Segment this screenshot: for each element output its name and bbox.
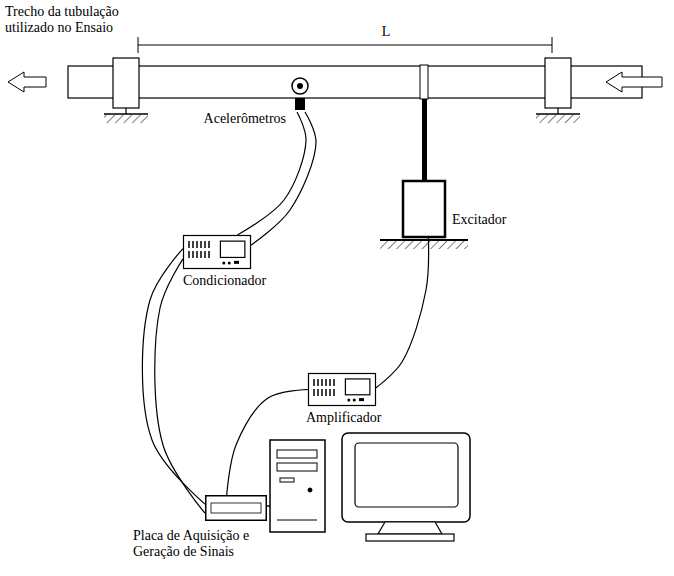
daq-board-outline [205, 495, 267, 521]
section-title: Trecho da tubulação utilizado no Ensaio [5, 4, 145, 36]
shaker-outline [402, 180, 446, 238]
dimension-label: L [371, 24, 401, 40]
flow-arrow [8, 72, 46, 92]
daq-board: Placa de Aquisição e Geração de Sinais [205, 495, 267, 521]
signal-conditioner-outline [183, 235, 251, 269]
node-label: Excitador [452, 212, 506, 228]
pipe-support [536, 58, 580, 123]
cable [237, 112, 306, 235]
computer-tower [270, 440, 325, 532]
board-cable [267, 505, 270, 507]
stinger-rod [422, 99, 427, 180]
accelerometer: Acelerômetros [290, 76, 310, 112]
shaker: Excitador [402, 180, 446, 238]
cable [251, 112, 316, 245]
node-label: Amplificador [306, 410, 381, 426]
stinger-clamp [420, 65, 428, 99]
node-label: Condicionador [183, 273, 266, 289]
monitor [342, 433, 470, 541]
dimension-line [138, 37, 552, 53]
flow-arrow [606, 72, 662, 92]
pipe-support [104, 58, 148, 123]
amplifier-outline [308, 373, 376, 406]
cable [155, 259, 205, 513]
cable [376, 238, 429, 388]
cable [227, 390, 308, 496]
accelerometer-outline [290, 76, 310, 112]
node-label: Acelerômetros [204, 111, 286, 127]
amplifier: Amplificador [308, 373, 376, 406]
signal-conditioner: Condicionador [183, 235, 251, 269]
node-label: Placa de Aquisição e Geração de Sinais [133, 528, 283, 560]
shaker-base [380, 240, 468, 249]
